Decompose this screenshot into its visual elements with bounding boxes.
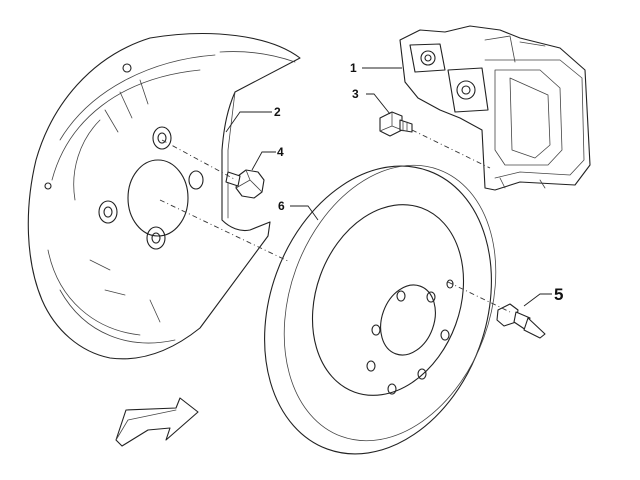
callout-5: 5: [554, 285, 563, 304]
callout-2: 2: [274, 105, 281, 119]
callout-3: 3: [352, 87, 359, 101]
assembly-axis-lines: [159, 129, 511, 313]
plate-bolt: [225, 169, 265, 199]
callout-6: 6: [278, 199, 285, 213]
leader-lines: [225, 67, 552, 307]
caliper-bolt: [379, 111, 413, 137]
bleed-screw: [496, 303, 546, 339]
backing-plate: [27, 33, 301, 360]
callout-labels: 1 2 3 4 5 6: [274, 61, 563, 304]
front-direction-arrow-icon: [115, 397, 199, 447]
callout-4: 4: [277, 145, 284, 159]
callout-1: 1: [350, 61, 357, 75]
brake-caliper: [399, 25, 591, 191]
brake-disc: [264, 164, 497, 455]
